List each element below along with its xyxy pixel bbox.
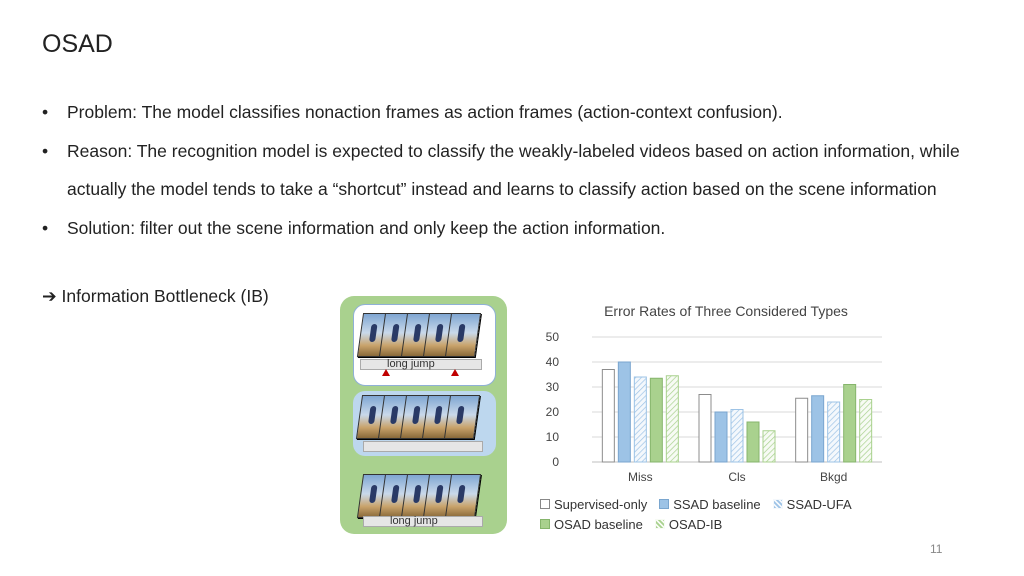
video-frame [443, 395, 481, 439]
y-tick-label: 50 [546, 330, 560, 344]
bullet-text: Reason: The recognition model is expecte… [67, 140, 960, 200]
bar [746, 421, 760, 463]
bar [617, 361, 631, 463]
bar [859, 399, 873, 463]
frame-stack [355, 395, 489, 441]
y-tick-label: 20 [546, 405, 560, 419]
frame-stack [356, 313, 490, 359]
bar [811, 395, 825, 463]
y-tick-label: 10 [546, 430, 560, 444]
legend-item: SSAD-UFA [772, 494, 852, 514]
legend-item: OSAD baseline [540, 514, 643, 534]
bar [762, 430, 776, 463]
video-frame [444, 313, 482, 357]
bar [665, 375, 679, 463]
legend-row: Supervised-only SSAD baseline SSAD-UFA [540, 494, 900, 514]
y-tick-label: 0 [552, 455, 559, 469]
legend-label: OSAD-IB [668, 516, 723, 532]
video-frame [444, 474, 482, 518]
y-tick-label: 30 [546, 380, 560, 394]
bar [827, 401, 841, 463]
ib-line: ➔ Information Bottleneck (IB) [42, 286, 269, 307]
y-tick-label: 40 [546, 355, 560, 369]
ib-text: Information Bottleneck (IB) [61, 286, 269, 306]
page-number: 11 [930, 542, 943, 556]
bullet-text: Solution: filter out the scene informati… [67, 217, 666, 238]
label-bar: long jump [360, 359, 482, 370]
legend-row: OSAD baseline OSAD-IB [540, 514, 900, 534]
label-text: long jump [390, 515, 438, 527]
video-frames-diagram: long jump long jump [340, 296, 507, 534]
bullet-dot: • [42, 217, 49, 238]
legend-label: SSAD-UFA [786, 496, 852, 512]
right-arrow-icon: ➔ [42, 286, 57, 306]
error-rate-chart: Error Rates of Three Considered Types 0 1… [530, 296, 890, 536]
legend-item: Supervised-only [540, 494, 647, 514]
bullet-text: Problem: The model classifies nonaction … [67, 102, 783, 122]
bar [649, 377, 663, 463]
label-bar: long jump [363, 516, 483, 527]
frame-stack [356, 474, 490, 520]
legend-swatch [659, 499, 670, 509]
x-tick-label: Bkgd [820, 470, 847, 484]
annotated-video-panel: long jump [353, 304, 496, 386]
bullet-item: • Solution: filter out the scene informat… [42, 209, 982, 248]
legend-item: SSAD baseline [659, 494, 761, 514]
chart-legend: Supervised-only SSAD baseline SSAD-UFA O… [540, 494, 900, 534]
bar [601, 369, 615, 463]
bar [730, 409, 744, 463]
x-tick-label: Miss [628, 470, 653, 484]
slide-title: OSAD [42, 30, 113, 58]
legend-swatch [540, 499, 550, 509]
x-tick-label: Cls [728, 470, 745, 484]
bullet-dot: • [42, 102, 49, 122]
bar [714, 411, 728, 463]
chart-title: Error Rates of Three Considered Types [604, 303, 848, 319]
empty-label-bar [363, 441, 483, 452]
bullet-item: • Reason: The recognition model is expect… [42, 132, 982, 209]
bar-layer [601, 361, 873, 463]
bar [795, 397, 809, 463]
legend-item: OSAD-IB [654, 514, 723, 534]
bar [633, 376, 647, 463]
bar [843, 384, 857, 463]
bullet-dot: • [42, 140, 49, 161]
chart-svg: Error Rates of Three Considered Types 0 1… [546, 303, 882, 484]
bullet-list: • Problem: The model classifies nonaction… [42, 93, 982, 247]
legend-swatch [772, 499, 783, 509]
bullet-item: • Problem: The model classifies nonaction… [42, 93, 982, 132]
legend-label: OSAD baseline [554, 516, 643, 532]
legend-label: SSAD baseline [673, 496, 761, 512]
unlabeled-video-panel [353, 391, 496, 456]
label-text: long jump [387, 358, 435, 370]
marker-triangle-icon [382, 369, 390, 376]
bar [698, 394, 712, 463]
legend-label: Supervised-only [554, 496, 648, 512]
legend-swatch [540, 519, 550, 529]
legend-swatch [654, 519, 665, 529]
marker-triangle-icon [451, 369, 459, 376]
